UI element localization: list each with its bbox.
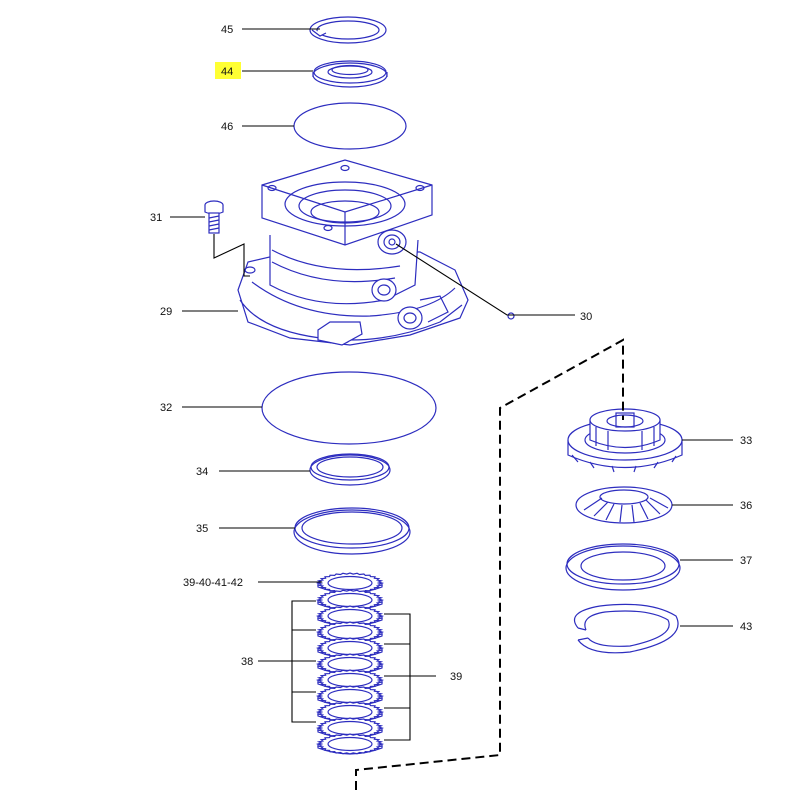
friction-disc (315, 733, 385, 755)
callout-38[interactable]: 38 (241, 656, 253, 668)
part-37-ring (565, 543, 681, 591)
part-30-plug (507, 312, 515, 320)
callout-36[interactable]: 36 (740, 500, 752, 512)
callout-43[interactable]: 43 (740, 621, 752, 633)
part-44-seal (312, 60, 388, 88)
part-31-bolt (204, 200, 224, 234)
part-32-o-ring (261, 371, 437, 445)
part-46-o-ring (293, 102, 407, 150)
part-33-hub (567, 408, 683, 473)
steel-plate (315, 653, 385, 675)
leader-lines (170, 28, 733, 741)
callout-44-highlight (215, 62, 241, 79)
part-36-spring-washer (575, 486, 673, 524)
callout-34[interactable]: 34 (196, 466, 208, 478)
housing-port-boss-middle (371, 278, 397, 302)
disc-bore (327, 736, 373, 752)
steel-plate (315, 621, 385, 643)
part-45-snap-ring (309, 16, 387, 44)
callout-labels: 45 44 46 31 29 30 32 34 35 39-40-41-42 3… (150, 24, 752, 683)
callout-45[interactable]: 45 (221, 24, 233, 36)
callout-35[interactable]: 35 (196, 523, 208, 535)
callout-32[interactable]: 32 (160, 402, 172, 414)
callout-39[interactable]: 39 (450, 671, 462, 683)
callout-33[interactable]: 33 (740, 435, 752, 447)
clutch-disc-stack (315, 572, 385, 755)
assembly-dashed-line (355, 338, 624, 790)
housing-port-boss-lower (397, 306, 423, 330)
housing-port-boss-upper (377, 229, 407, 255)
callout-39-40-41-42[interactable]: 39-40-41-42 (183, 577, 243, 589)
callout-37[interactable]: 37 (740, 555, 752, 567)
disc-side (317, 744, 383, 755)
callout-31[interactable]: 31 (150, 212, 162, 224)
callout-30[interactable]: 30 (580, 311, 592, 323)
part-43-snap-ring (573, 603, 679, 654)
callout-46[interactable]: 46 (221, 121, 233, 133)
part-29-housing (237, 159, 469, 346)
part-35-ring (293, 507, 411, 555)
callout-29[interactable]: 29 (160, 306, 172, 318)
part-34-ring (309, 453, 391, 486)
callout-44[interactable]: 44 (221, 66, 233, 78)
